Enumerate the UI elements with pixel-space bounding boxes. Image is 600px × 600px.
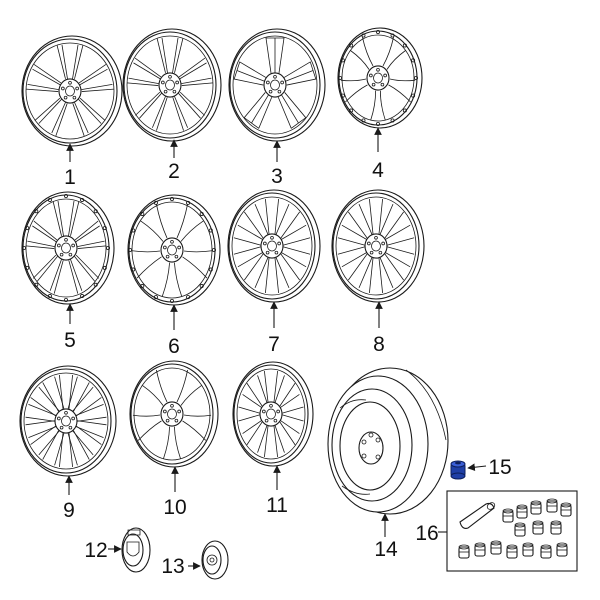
wheel-2[interactable] — [122, 28, 222, 158]
callout-4: 4 — [372, 159, 384, 182]
callout-12: 12 — [84, 539, 107, 562]
callout-1: 1 — [64, 166, 76, 189]
wheel-6[interactable] — [127, 194, 221, 330]
wheel-11[interactable] — [232, 361, 314, 490]
center-cap-13[interactable] — [201, 540, 229, 580]
callout-15: 15 — [488, 456, 511, 479]
callout-8: 8 — [373, 333, 385, 356]
callout-5: 5 — [64, 329, 76, 352]
wheel-3[interactable] — [228, 28, 326, 162]
wheel-10[interactable] — [129, 360, 219, 492]
wheel-7[interactable] — [227, 189, 321, 328]
callout-10: 10 — [163, 496, 186, 519]
callout-13: 13 — [161, 555, 184, 578]
wheel-4[interactable] — [337, 27, 423, 152]
callout-2: 2 — [168, 160, 180, 183]
lug-nut-kit-16[interactable] — [446, 490, 578, 572]
wheel-5[interactable] — [21, 191, 115, 324]
callout-3: 3 — [271, 165, 283, 188]
tire-assembly-14[interactable] — [327, 367, 449, 515]
callout-7: 7 — [268, 333, 280, 356]
lug-nut-15[interactable] — [450, 460, 466, 480]
callout-16: 16 — [415, 522, 438, 545]
callout-14: 14 — [374, 538, 398, 561]
callout-9: 9 — [63, 499, 75, 522]
wheel-9[interactable] — [19, 365, 117, 495]
wheel-1[interactable] — [21, 35, 123, 162]
center-cap-12[interactable] — [121, 527, 151, 573]
callout-6: 6 — [168, 335, 180, 358]
wheel-8[interactable] — [331, 189, 425, 328]
callout-11: 11 — [266, 494, 288, 517]
